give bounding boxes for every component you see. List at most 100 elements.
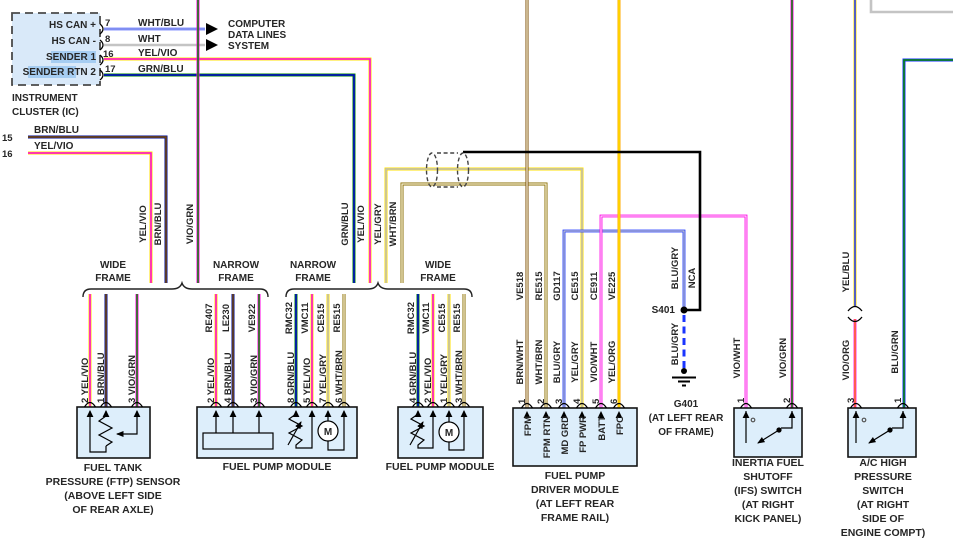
riser-grn-blu: GRN/BLU — [340, 202, 351, 245]
ic-name-line1: INSTRUMENT — [12, 93, 78, 104]
fpdm-pin-name-fpm: FPM — [523, 416, 534, 436]
ac-wire-yel-blu: YEL/BLU — [841, 252, 852, 293]
ground-g401: G401 — [674, 399, 699, 410]
highlight-sender-rtn — [28, 66, 76, 78]
conn-ce515: CE515 — [316, 303, 327, 333]
ftp-caption: (ABOVE LEFT SIDE — [64, 490, 161, 502]
frame-label: WIDE — [425, 260, 451, 271]
splice-wire-nca: NCA — [687, 268, 698, 289]
fpdm-pin-name-batt: BATT — [597, 416, 608, 441]
conn-vmc11: VMC11 — [421, 302, 432, 334]
fpdm-caption: FRAME RAIL) — [541, 512, 609, 524]
ifs-pin-2: 2 — [782, 398, 793, 403]
fpdm-wire: BRN/WHT — [515, 339, 526, 384]
wire-sender-yel-vio — [102, 57, 372, 285]
ground-note: OF FRAME) — [658, 427, 714, 438]
splice-s401: S401 — [652, 305, 676, 316]
computer-data-lines: COMPUTER DATA LINES SYSTEM — [206, 19, 286, 52]
motor-letter: M — [324, 427, 332, 438]
conn-ce911: CE911 — [589, 271, 600, 300]
conn-ce515: CE515 — [570, 271, 581, 301]
wire-pin16-yel-vio — [26, 151, 153, 285]
dest-computer: COMPUTER — [228, 19, 286, 30]
riser-wht-brn: WHT/BRN — [388, 201, 399, 246]
fpm2-pin: 3 WHT/BRN — [454, 350, 465, 403]
wire-brn-blu-label: BRN/BLU — [34, 125, 79, 136]
ic-pin-17: 17 — [105, 64, 116, 75]
conn-re407: RE407 — [204, 303, 215, 332]
ic-row-sender-1: SENDER 1 — [46, 52, 96, 63]
fpm2-pin: 1 YEL/GRY — [439, 353, 450, 403]
inline-connector-dashed — [425, 152, 470, 188]
ftp-sensor-labels: 2 YEL/VIO 1 BRN/BLU 3 VIO/GRN FUEL TANK … — [46, 352, 181, 516]
fuel-pump-module-1-labels: RE407 LE230 VE922 RMC32 VMC11 CE515 RE51… — [204, 302, 345, 473]
ac-caption: A/C HIGH — [859, 457, 906, 469]
conn-ve225: VE225 — [607, 271, 618, 300]
fpm1-pin: 6 WHT/BRN — [334, 350, 345, 403]
ftp-caption: PRESSURE (FTP) SENSOR — [46, 476, 181, 488]
ac-wire-blu-grn: BLU/GRN — [890, 330, 901, 373]
wire-yel-vio-label: YEL/VIO — [34, 141, 74, 152]
ifs-caption: (IFS) SWITCH — [734, 485, 802, 497]
ic-wire-grn-blu: GRN/BLU — [138, 64, 184, 75]
ifs-caption: KICK PANEL) — [735, 513, 802, 525]
fpdm-caption: (AT LEFT REAR — [536, 498, 615, 510]
fpdm-caption: FUEL PUMP — [545, 470, 605, 482]
ic-wire-yel-vio: YEL/VIO — [138, 48, 178, 59]
fpdm-pin-num: 2 — [536, 399, 547, 404]
riser-brn-blu: BRN/BLU — [153, 202, 164, 245]
conn-ve518: VE518 — [515, 272, 526, 301]
ac-pin-3: 3 — [846, 398, 857, 403]
ifs-wire-vio-grn: VIO/GRN — [778, 338, 789, 378]
ftp-sensor-internals — [89, 411, 138, 453]
ac-caption: SWITCH — [862, 485, 903, 497]
fpdm-pin-num: 6 — [609, 399, 620, 404]
riser-vio-grn: VIO/GRN — [185, 204, 196, 244]
ifs-caption: INERTIA FUEL — [732, 457, 805, 469]
brace-frame-variant-1 — [82, 280, 269, 298]
fpdm-pin-num: 1 — [517, 398, 528, 404]
ac-caption: (AT RIGHT — [857, 499, 910, 511]
fpdm-pin-name-fppwr: FP PWR — [578, 416, 589, 453]
ac-switch-internals — [855, 411, 904, 444]
splice-wire-blu-gry: BLU/GRY — [670, 246, 681, 289]
frame-label: WIDE — [100, 260, 126, 271]
riser-yel-vio: YEL/VIO — [138, 205, 149, 242]
ground-wire-blu-gry: BLU/GRY — [670, 322, 681, 365]
ifs-caption: (AT RIGHT — [742, 499, 795, 511]
pin-15: 15 — [2, 133, 13, 144]
fpdm-pin-name-fpmrtn: FPM RTN — [542, 416, 553, 458]
left-pin-labels: 15 BRN/BLU 16 YEL/VIO — [2, 125, 79, 160]
splice-s401-dot — [680, 306, 688, 314]
frame-label: FRAME — [218, 273, 254, 284]
dest-data-lines: DATA LINES — [228, 30, 286, 41]
conn-re515: RE515 — [452, 303, 463, 333]
fpm1-pin: 7 YEL/GRY — [318, 353, 329, 403]
fpdm-wire: BLU/GRY — [552, 340, 563, 383]
fpdm-wire: YEL/ORG — [607, 341, 618, 384]
ftp-pin-2: 2 YEL/VIO — [80, 358, 91, 403]
highlight-sender-1 — [51, 51, 96, 63]
conn-ve922: VE922 — [247, 304, 258, 333]
riser-yel-vio-2: YEL/VIO — [356, 205, 367, 242]
frame-variant-labels: WIDE FRAME NARROW FRAME NARROW FRAME WID… — [95, 260, 456, 284]
ic-row-hs-can-minus: HS CAN - — [52, 36, 96, 47]
fpm1-pin: 5 YEL/VIO — [302, 358, 313, 403]
wire-sender-rtn-grn-blu — [102, 73, 356, 285]
fpm1-pin: 4 BRN/BLU — [223, 352, 234, 403]
frame-label: FRAME — [420, 273, 456, 284]
fpm1-caption: FUEL PUMP MODULE — [223, 461, 332, 473]
ftp-pin-3: 3 VIO/GRN — [127, 355, 138, 403]
ground-note: (AT LEFT REAR — [649, 413, 725, 424]
ac-wire-vio-org: VIO/ORG — [841, 340, 852, 381]
dest-system: SYSTEM — [228, 41, 269, 52]
conn-vmc11: VMC11 — [300, 302, 311, 334]
ftp-caption: OF REAR AXLE) — [72, 504, 153, 516]
fuel-pump-module-2-internals: M — [409, 411, 465, 451]
arrow-right-icon — [206, 39, 218, 51]
fuel-pump-module-1-internals: M — [202, 411, 345, 451]
fpdm-pin-name-mdgrd: MD GRD — [560, 416, 571, 455]
frame-label: NARROW — [213, 260, 260, 271]
fpdm-pin-num: 5 — [591, 398, 602, 404]
